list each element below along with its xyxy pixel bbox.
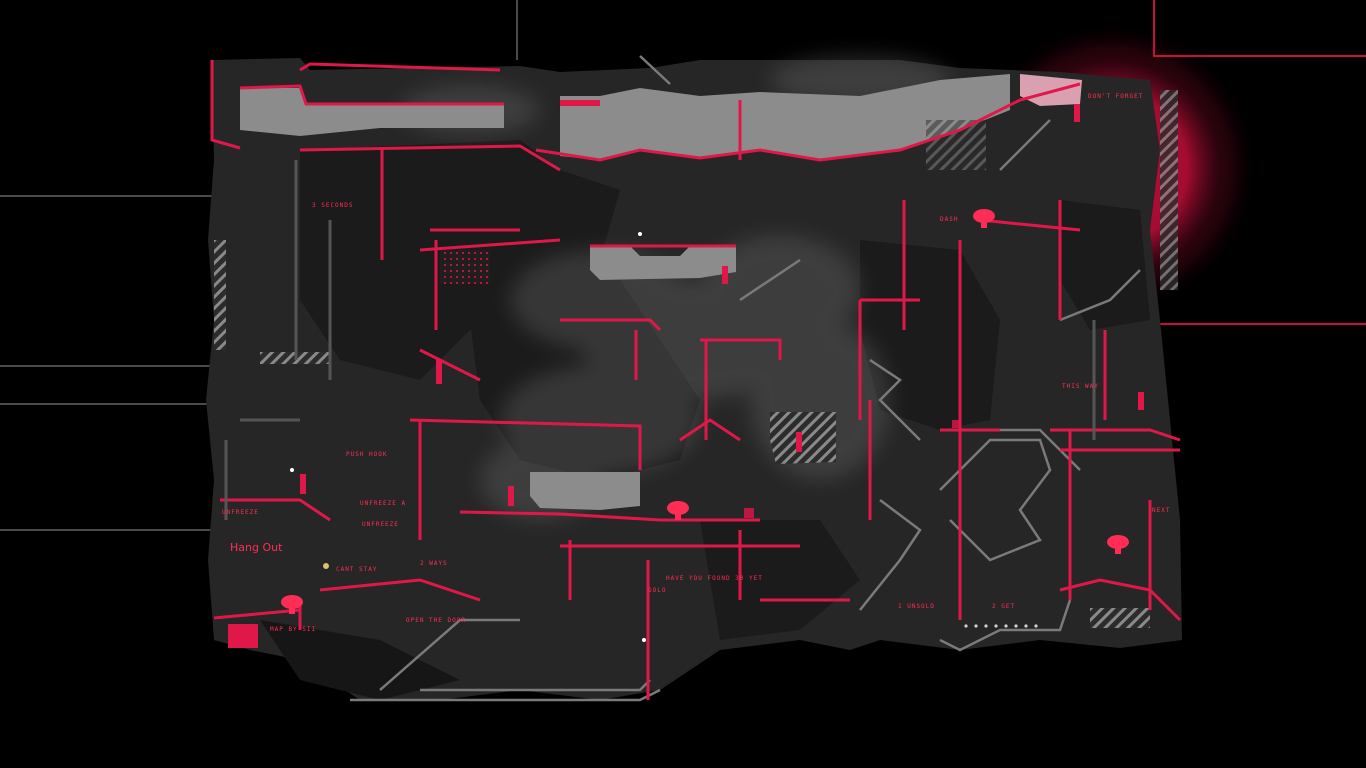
hint-labels: 3 SECONDS DASH THIS WAY PUSH HOOK UNFREE… bbox=[222, 93, 1170, 633]
hint-push-hook: PUSH HOOK bbox=[346, 451, 388, 458]
hint-cant-stay: CANT STAY bbox=[336, 566, 378, 573]
hint-get: 2 GET bbox=[992, 603, 1015, 610]
hint-notice-right: NEXT bbox=[1152, 507, 1170, 514]
hint-ways: 2 WAYS bbox=[420, 560, 448, 567]
level-title: Hang Out bbox=[230, 541, 283, 554]
mushroom-icon bbox=[281, 209, 1129, 614]
hint-this-way: THIS WAY bbox=[1062, 383, 1099, 390]
grey-rails bbox=[224, 160, 1096, 520]
hint-map-by: MAP BY SII bbox=[270, 626, 316, 633]
hint-unsolo: 1 UNSOLO bbox=[898, 603, 935, 610]
spike-icon bbox=[300, 100, 1144, 506]
red-posts bbox=[298, 100, 1152, 700]
dot-trail bbox=[964, 624, 1038, 628]
hint-seconds: 3 SECONDS bbox=[312, 202, 354, 209]
white-node bbox=[642, 638, 646, 642]
hint-notice-top: DON'T FORGET bbox=[1088, 93, 1143, 100]
red-gate bbox=[228, 624, 258, 648]
hint-solo: SOLO bbox=[648, 587, 666, 594]
hint-unfreeze-b: UNFREEZE bbox=[222, 509, 259, 516]
hint-unfreeze-a: UNFREEZE A bbox=[360, 500, 406, 507]
red-girders bbox=[210, 60, 1182, 622]
pillar-icon bbox=[744, 420, 960, 518]
white-node bbox=[638, 232, 642, 236]
stone-platforms bbox=[240, 74, 1082, 510]
outline-paths bbox=[350, 55, 1141, 702]
hint-open-the-door: OPEN THE DOOR bbox=[406, 617, 466, 624]
hatched-walls bbox=[214, 90, 1178, 628]
hint-have-you-found: HAVE YOU FOUND 30 YET bbox=[666, 575, 763, 582]
white-node bbox=[290, 468, 294, 472]
hint-unfreeze-c: UNFREEZE bbox=[362, 521, 399, 528]
player-marker bbox=[323, 563, 329, 569]
hint-dash: DASH bbox=[940, 216, 958, 223]
